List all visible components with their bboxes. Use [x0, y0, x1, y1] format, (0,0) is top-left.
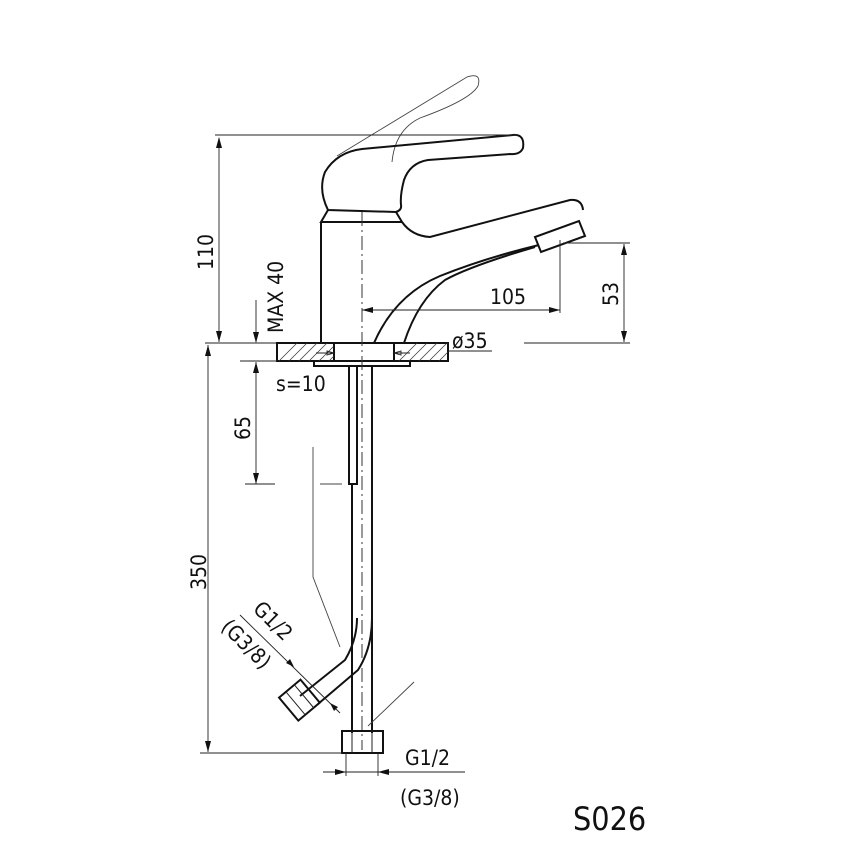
model-code: S026 — [573, 800, 646, 838]
dim-label-350: 350 — [187, 554, 211, 590]
bottom-thread-label: G1/2 — [405, 746, 450, 770]
dim-label-s10: s=10 — [276, 372, 326, 396]
supply-hoses — [277, 365, 415, 754]
lever-raised-ghost — [336, 75, 480, 163]
spout — [401, 198, 584, 239]
dim-label-65: 65 — [231, 416, 255, 440]
dim-label-max-40: MAX 40 — [264, 261, 288, 333]
dim-label-diameter-35: ø35 — [452, 329, 488, 353]
dim-label-53: 53 — [599, 282, 623, 306]
dim-label-110: 110 — [194, 234, 218, 270]
tap-body — [319, 75, 587, 344]
dimension-lines — [200, 134, 630, 776]
deck-section — [276, 342, 449, 367]
dim-label-105: 105 — [490, 285, 526, 309]
lever-handle — [321, 133, 525, 214]
aerator — [533, 219, 587, 254]
bottom-thread-alt-label: (G3/8) — [400, 786, 460, 810]
